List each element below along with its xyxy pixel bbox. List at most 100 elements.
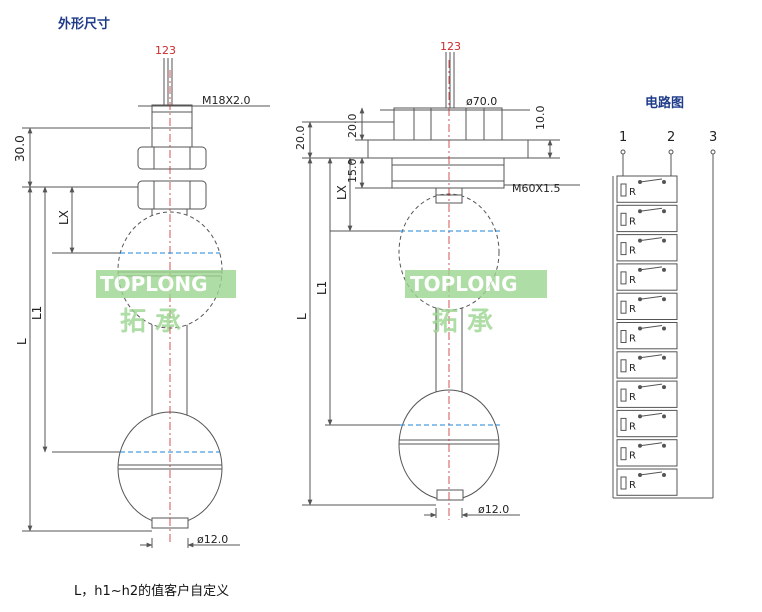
switch-contact: [638, 443, 642, 448]
middle-wire-label: 123: [440, 40, 461, 53]
terminal-1-label: 1: [619, 130, 627, 145]
resistor-symbol: [620, 183, 627, 197]
watermark-left: TOPLONG 拓 承: [96, 270, 236, 337]
switch-contact: [638, 473, 642, 477]
left-tip-diameter-label: ø12.0: [197, 533, 228, 546]
middle-plate: [367, 139, 529, 159]
middle-lx-label: LX: [335, 185, 349, 200]
resistor-switch-stage: [616, 263, 678, 291]
resistor-symbol: [620, 359, 627, 373]
resistor-label: R: [629, 246, 636, 257]
resistor-label: R: [629, 334, 636, 345]
left-sensor-drawing: [22, 58, 270, 548]
resistor-label: R: [629, 187, 636, 198]
reed-switch-symbol: [639, 237, 663, 242]
resistor-label: R: [629, 392, 636, 403]
switch-contact: [638, 267, 642, 272]
reed-switch-symbol: [639, 412, 663, 417]
resistor-switch-stage: [616, 234, 678, 262]
reed-switch-symbol: [639, 207, 663, 212]
middle-thread-body: [391, 157, 505, 189]
switch-contact: [662, 238, 666, 243]
middle-l1-label: L1: [315, 281, 329, 295]
reed-switch-symbol: [639, 178, 663, 183]
watermark-middle: TOPLONG 拓 承: [405, 270, 547, 337]
switch-contact: [662, 297, 666, 302]
resistor-label: R: [629, 216, 636, 227]
resistor-switch-stage: [616, 409, 678, 438]
switch-contact: [638, 385, 642, 390]
left-thread-label: M18X2.0: [202, 94, 251, 107]
reed-switch-symbol: [639, 354, 663, 359]
left-l-label: L: [15, 338, 29, 345]
resistor-switch-stage: [616, 380, 678, 408]
middle-thickness-label: 10.0: [534, 106, 547, 131]
middle-height-a-label: 20.0: [294, 126, 307, 151]
left-l1-label: L1: [30, 306, 44, 320]
resistor-switch-stage: [616, 292, 678, 321]
switch-contact: [662, 267, 666, 272]
switch-contact: [662, 209, 666, 214]
resistor-switch-stage: [616, 439, 678, 467]
middle-flange: [393, 107, 503, 141]
terminal-3-label: 3: [709, 130, 717, 145]
middle-flange-diameter-label: ø70.0: [466, 95, 497, 108]
resistor-symbol: [620, 417, 627, 431]
svg-text:TOPLONG: TOPLONG: [100, 272, 208, 296]
resistor-switch-stage: [616, 351, 678, 379]
switch-contact: [638, 355, 642, 360]
reed-switch-symbol: [639, 442, 663, 447]
reed-switch-symbol: [639, 471, 663, 476]
resistor-switch-stage: [616, 204, 678, 233]
svg-text:TOPLONG: TOPLONG: [410, 272, 518, 296]
resistor-label: R: [629, 480, 636, 491]
left-hex-nut-upper: [137, 146, 207, 170]
reed-switch-symbol: [639, 266, 663, 271]
switch-contact: [662, 414, 666, 419]
switch-contact: [662, 473, 666, 477]
terminal-2-label: 2: [667, 130, 675, 145]
switch-contact: [662, 180, 666, 184]
resistor-symbol: [620, 330, 627, 343]
resistor-symbol: [620, 242, 627, 256]
switch-contact: [662, 326, 666, 331]
switch-contact: [662, 443, 666, 448]
middle-end-cap: [436, 489, 464, 501]
switch-contact: [662, 385, 666, 390]
middle-height-c-label: 15.0: [346, 159, 359, 184]
resistor-symbol: [620, 447, 627, 461]
resistor-symbol: [620, 300, 627, 314]
footnote: L，h1~h2的值客户自定义: [74, 584, 230, 599]
left-thread-stem: [151, 104, 193, 148]
middle-height-b-label: 20.0: [346, 114, 359, 139]
resistor-label: R: [629, 363, 636, 374]
svg-text:拓 承: 拓 承: [120, 307, 181, 337]
resistor-label: R: [629, 421, 636, 432]
middle-thread-label: M60X1.5: [512, 182, 561, 195]
resistor-switch-stage: [616, 322, 678, 350]
switch-contact: [662, 355, 666, 360]
svg-text:拓 承: 拓 承: [432, 307, 493, 337]
switch-contact: [638, 238, 642, 243]
middle-tip-diameter-label: ø12.0: [478, 503, 509, 516]
reed-switch-symbol: [639, 325, 663, 329]
switch-contact: [638, 209, 642, 214]
resistor-label: R: [629, 451, 636, 462]
resistor-symbol: [620, 476, 627, 490]
left-height-label: 30.0: [13, 135, 27, 162]
resistor-switch-stage: [616, 468, 678, 496]
resistor-switch-stage: [616, 175, 678, 203]
resistor-symbol: [620, 212, 627, 226]
left-lx-label: LX: [57, 210, 71, 225]
reed-switch-symbol: [639, 295, 663, 300]
switch-contact: [638, 414, 642, 419]
resistor-label: R: [629, 304, 636, 315]
left-wire-label: 123: [155, 44, 176, 57]
switch-contact: [638, 297, 642, 302]
reed-switch-symbol: [639, 383, 663, 388]
switch-contact: [638, 326, 642, 331]
resistor-symbol: [620, 271, 627, 285]
middle-l-label: L: [295, 313, 309, 320]
